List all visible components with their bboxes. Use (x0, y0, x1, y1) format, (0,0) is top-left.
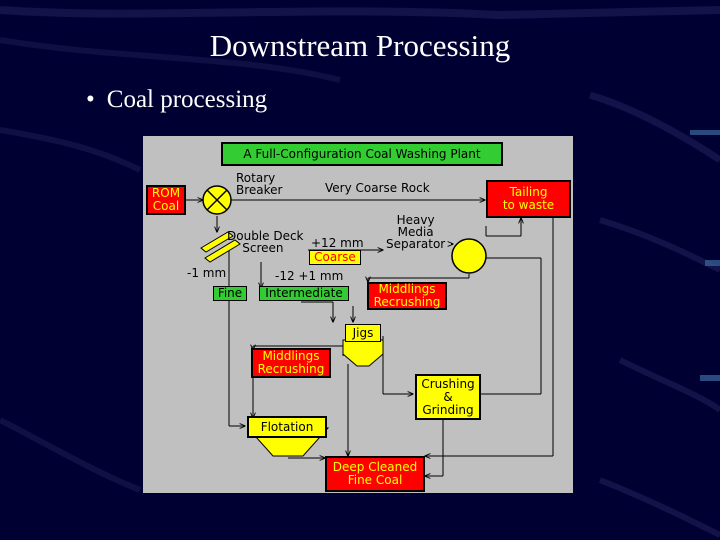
bullet-item: • Coal processing (86, 86, 267, 114)
bullet-text: Coal processing (106, 86, 268, 113)
minus1-label: -1 mm (187, 266, 227, 280)
flotation-box: Flotation (247, 416, 327, 438)
rom-coal-box: ROM Coal (146, 185, 186, 215)
deep-cleaned-fine-coal-box: Deep Cleaned Fine Coal (325, 456, 425, 492)
tailing-box: Tailing to waste (486, 180, 571, 218)
double-deck-label: Double Deck Screen (227, 229, 304, 255)
coal-washing-diagram: A Full-Configuration Coal Washing Plant … (143, 136, 573, 493)
heavy-media-label: Heavy Media Separator (386, 213, 446, 251)
slide-title: Downstream Processing (209, 28, 511, 63)
crushing-grinding-box: Crushing & Grinding (415, 374, 481, 420)
middlings-recrushing-box-1: Middlings Recrushing (367, 282, 447, 310)
bullet-dot-icon: • (86, 86, 95, 113)
plus12-label: +12 mm (311, 236, 364, 250)
coarse-box: Coarse (309, 250, 361, 265)
plant-title-box: A Full-Configuration Coal Washing Plant (221, 142, 503, 166)
minus12plus1-label: -12 +1 mm (275, 269, 344, 283)
middlings-recrushing-box-2: Middlings Recrushing (251, 348, 331, 378)
intermediate-box: Intermediate (259, 286, 349, 301)
jigs-box: Jigs (345, 324, 381, 342)
rotary-breaker-label: Rotary Breaker (236, 171, 283, 197)
fine-box: Fine (213, 286, 247, 301)
very-coarse-rock-label: Very Coarse Rock (325, 181, 430, 195)
